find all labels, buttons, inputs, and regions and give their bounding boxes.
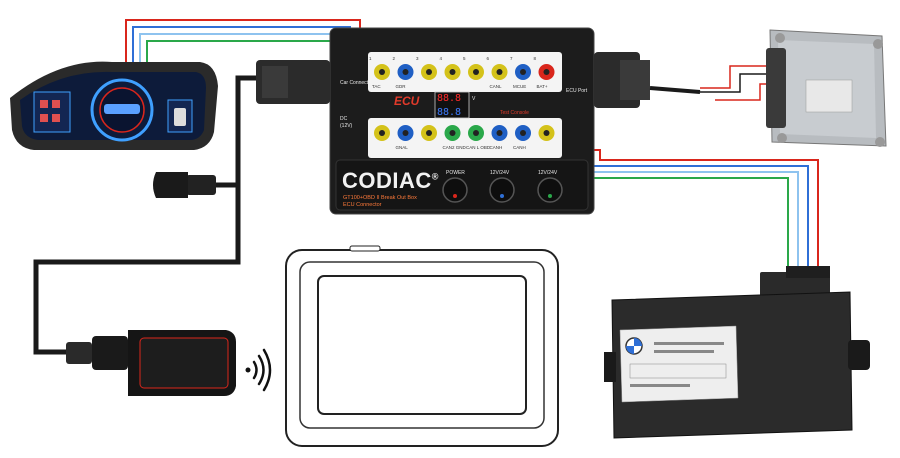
obd-pigtail-connector xyxy=(153,172,216,198)
test-console-label: Test Console xyxy=(500,110,529,116)
bottom-pin-label-5: CAN L OBD xyxy=(466,145,491,150)
bottom-jack-hole-6 xyxy=(496,130,503,136)
dc-voltage-label: (12V) xyxy=(340,123,353,129)
dc-label: DC xyxy=(340,116,348,122)
top-pin-number-4: 4 xyxy=(439,56,443,61)
bottom-jack-hole-8 xyxy=(543,130,550,136)
control-knobs xyxy=(442,177,563,203)
button-label-voltage-2: 12V/24V xyxy=(538,170,558,176)
top-pin-label-2: GDR xyxy=(395,84,406,89)
brand-name: CODIAC® xyxy=(342,168,439,193)
ecu-port-label: ECU Port xyxy=(566,88,588,94)
diagnostic-tablet xyxy=(285,245,559,447)
top-pin-number-8: 8 xyxy=(533,56,537,61)
top-pin-label-7: MCUE xyxy=(513,84,527,89)
top-pin-number-6: 6 xyxy=(486,56,490,61)
top-jack-hole-3 xyxy=(426,69,432,75)
top-pin-number-5: 5 xyxy=(463,56,466,61)
top-pin-label-6: CANL xyxy=(489,84,502,89)
voltage-knob-2[interactable] xyxy=(537,177,563,203)
button-label-voltage-1: 12V/24V xyxy=(490,170,510,176)
bottom-pin-label-2: GNAL xyxy=(395,145,408,150)
car-connect-label: Car Connect xyxy=(340,80,369,86)
top-jack-hole-2 xyxy=(402,69,409,75)
instrument-cluster xyxy=(10,61,218,150)
ecu-module xyxy=(766,29,887,147)
voltmeter-bottom: 88.8 xyxy=(437,107,462,118)
button-label-power: POWER xyxy=(446,170,465,176)
top-jack-hole-4 xyxy=(449,69,456,75)
top-pin-row xyxy=(374,64,555,80)
bottom-jack-hole-1 xyxy=(379,130,385,136)
top-pin-number-3: 3 xyxy=(416,56,419,61)
ecu-logo: ECU xyxy=(394,94,420,108)
bottom-pin-label-7: CANH xyxy=(513,145,526,150)
wifi-icon xyxy=(245,348,272,392)
voltmeter-top: 88.8 xyxy=(437,93,462,104)
top-jack-hole-8 xyxy=(543,69,550,75)
top-jack-hole-7 xyxy=(520,69,526,75)
wire-ecu-red xyxy=(700,65,780,89)
bottom-jack-hole-4 xyxy=(449,130,456,136)
top-pin-number-1: 1 xyxy=(369,56,372,61)
top-pin-number-2: 2 xyxy=(392,56,396,61)
wire-ecu-black xyxy=(700,73,780,93)
top-jack-hole-5 xyxy=(473,69,479,75)
bottom-jack-hole-3 xyxy=(426,130,432,136)
bottom-pin-label-6: CANH xyxy=(489,145,503,150)
bottom-pin-label-4: CAN2 GND xyxy=(442,145,466,150)
top-pin-label-8: BAT+ xyxy=(536,84,548,89)
vci-dongle xyxy=(66,330,236,396)
bottom-jack-hole-2 xyxy=(402,130,409,136)
body-control-module xyxy=(604,266,870,439)
top-pin-label-1: TAC xyxy=(372,84,381,89)
voltage-knob-1[interactable] xyxy=(489,177,515,203)
bottom-pin-row xyxy=(374,125,555,141)
breakout-box xyxy=(256,27,701,215)
top-pin-number-7: 7 xyxy=(510,56,513,61)
bottom-jack-hole-7 xyxy=(520,130,526,136)
power-knob[interactable] xyxy=(442,177,468,203)
top-jack-hole-6 xyxy=(496,69,503,75)
top-jack-hole-1 xyxy=(379,69,385,75)
obd-cable xyxy=(33,75,261,355)
bottom-jack-hole-5 xyxy=(473,130,479,136)
voltmeter-unit: V xyxy=(472,96,476,102)
